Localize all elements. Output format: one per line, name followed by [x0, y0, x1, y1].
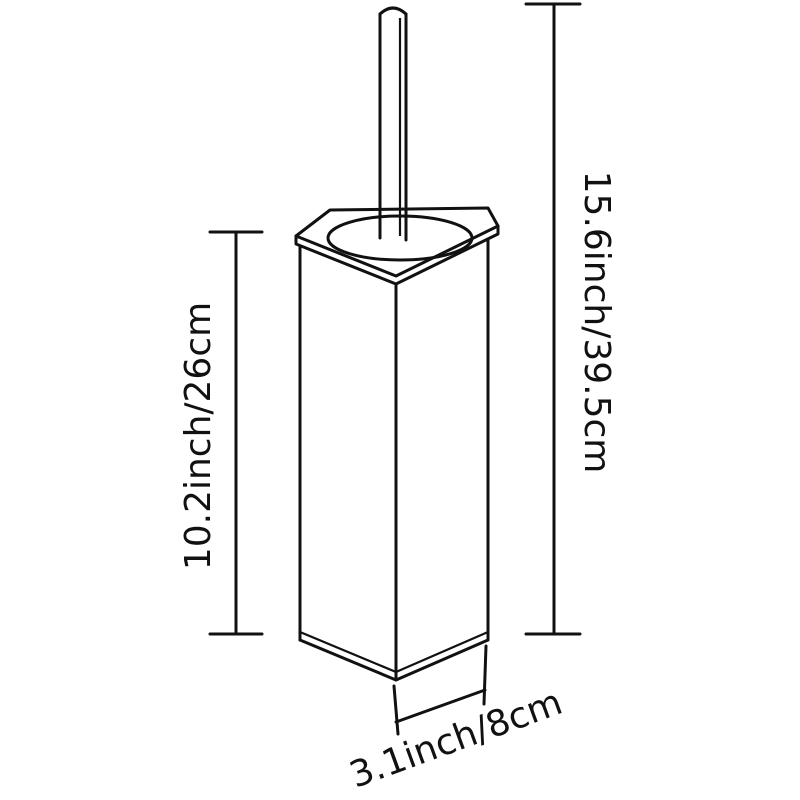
- brush-handle: [378, 6, 408, 242]
- height-body-dimension: 10.2inch/26cm: [178, 230, 264, 636]
- width-dimension: 3.1inch/8cm: [344, 644, 568, 797]
- brush-holder-drawing: [294, 6, 500, 682]
- holder-body: [298, 238, 490, 682]
- height-body-label: 10.2inch/26cm: [178, 302, 219, 570]
- holder-lid: [294, 206, 500, 286]
- height-total-label: 15.6inch/39.5cm: [576, 171, 617, 474]
- height-total-dimension: 15.6inch/39.5cm: [524, 2, 617, 636]
